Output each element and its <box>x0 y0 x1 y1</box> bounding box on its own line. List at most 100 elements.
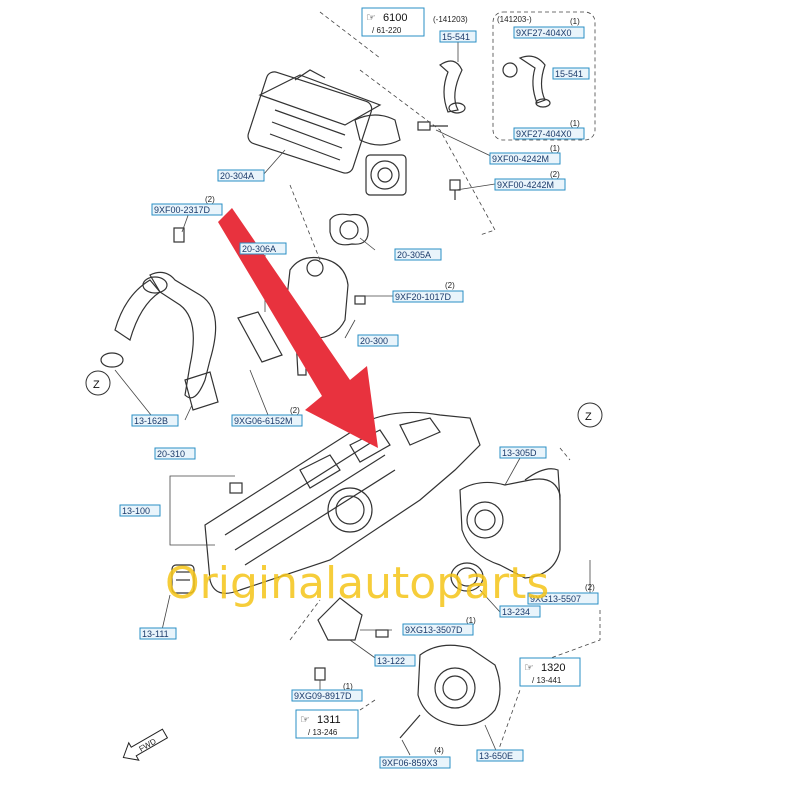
label-15541a[interactable]: 15-541 <box>439 30 477 43</box>
label-9xg06[interactable]: 9XG06-6152M <box>231 414 303 427</box>
ref-1320-icon: ☞ <box>524 662 534 674</box>
label-9xf00a-text: 9XF00-4242M <box>492 154 549 164</box>
ref-1311-icon: ☞ <box>300 714 310 726</box>
label-13100[interactable]: 13-100 <box>119 504 161 517</box>
fwd-arrow-icon <box>122 728 169 761</box>
red-arrow-icon <box>218 208 378 448</box>
watermark: Originalautoparts <box>165 558 549 609</box>
note-q10: (4) <box>434 746 444 755</box>
throttle-body <box>375 629 501 739</box>
note-q9: (1) <box>343 682 353 691</box>
ref-6100-icon: ☞ <box>366 12 376 24</box>
label-9xf27a[interactable]: 9XF27-404X0 <box>513 26 585 39</box>
label-20310[interactable]: 20-310 <box>154 447 196 460</box>
label-9xg09[interactable]: 9XG09-8917D <box>291 689 363 702</box>
note-q8: (1) <box>466 616 476 625</box>
ref-1320-num: 1320 <box>541 662 565 674</box>
ref-1320-sub: / 13-441 <box>532 676 562 685</box>
z-marker-right-text: Z <box>585 411 592 423</box>
label-20306a[interactable]: 20-306A <box>239 242 287 255</box>
label-15541a-text: 15-541 <box>442 32 470 42</box>
label-9xg06-text: 9XG06-6152M <box>234 416 293 426</box>
bolt-9xf00b <box>449 179 461 200</box>
notes: (-141203) (141203-) (1) (1) (1) (2) (2) … <box>205 15 595 755</box>
label-13122[interactable]: 13-122 <box>374 654 416 667</box>
label-20305a-text: 20-305A <box>397 250 431 260</box>
label-9xg09-text: 9XG09-8917D <box>294 691 352 701</box>
label-13305d[interactable]: 13-305D <box>499 446 547 459</box>
label-9xf27b-text: 9XF27-404X0 <box>516 129 572 139</box>
note-q1: (1) <box>570 17 580 26</box>
label-9xg13b[interactable]: 9XG13-3507D <box>402 623 474 636</box>
egr-cooler <box>247 69 407 196</box>
label-9xg13a[interactable]: 9XG13-5507 <box>527 592 599 605</box>
label-9xg13a-text: 9XG13-5507 <box>530 594 581 604</box>
label-13100-text: 13-100 <box>122 506 150 516</box>
fwd-indicator: FWD <box>122 728 169 761</box>
label-13234[interactable]: 13-234 <box>499 605 541 618</box>
gasket-20-305a <box>329 213 369 246</box>
label-13305d-text: 13-305D <box>502 448 537 458</box>
label-20300-text: 20-300 <box>360 336 388 346</box>
ref-1311-sub: / 13-246 <box>308 728 338 737</box>
label-9xf27b[interactable]: 9XF27-404X0 <box>513 127 585 140</box>
pointer-arrow <box>218 208 378 448</box>
label-15541b-text: 15-541 <box>555 69 583 79</box>
throttle-adapter <box>459 468 561 579</box>
note-q11: (2) <box>585 583 595 592</box>
bolt-9xf00a <box>417 121 448 131</box>
label-20300[interactable]: 20-300 <box>357 334 399 347</box>
z-marker-left-text: Z <box>93 379 100 391</box>
intake-manifold <box>204 411 481 594</box>
label-13111[interactable]: 13-111 <box>139 627 177 640</box>
note-date1: (-141203) <box>433 15 468 24</box>
label-13111-text: 13-111 <box>142 629 169 639</box>
note-q4: (2) <box>550 170 560 179</box>
note-q6: (2) <box>445 281 455 290</box>
label-20306a-text: 20-306A <box>242 244 276 254</box>
label-20304a[interactable]: 20-304A <box>217 169 265 182</box>
label-13122-text: 13-122 <box>377 656 405 666</box>
label-9xf06-text: 9XF06-859X3 <box>382 758 438 768</box>
ref-6100-sub: / 61-220 <box>372 26 402 35</box>
label-13162b[interactable]: 13-162B <box>131 414 179 427</box>
label-20305a[interactable]: 20-305A <box>394 248 442 261</box>
bracket-13-122 <box>314 597 363 681</box>
note-date2: (141203-) <box>497 15 532 24</box>
label-9xf20[interactable]: 9XF20-1017D <box>392 290 464 303</box>
label-15541b[interactable]: 15-541 <box>552 67 590 80</box>
sensor-13-111 <box>171 564 195 594</box>
label-9xf00b[interactable]: 9XF00-4242M <box>494 178 566 191</box>
label-9xf06[interactable]: 9XF06-859X3 <box>379 756 451 769</box>
ref-1311[interactable]: ☞ 1311 / 13-246 <box>295 709 359 739</box>
label-9xf00c[interactable]: 9XF00-2317D <box>151 203 223 216</box>
z-marker-right: Z <box>577 402 603 428</box>
label-9xf20-text: 9XF20-1017D <box>395 292 452 302</box>
label-9xf00a[interactable]: 9XF00-4242M <box>489 152 561 165</box>
label-9xf00c-text: 9XF00-2317D <box>154 205 211 215</box>
label-13650e-text: 13-650E <box>479 751 513 761</box>
egr-pipe <box>100 227 219 411</box>
label-20304a-text: 20-304A <box>220 171 254 181</box>
egr-hose-right-detail <box>492 11 596 141</box>
label-13162b-text: 13-162B <box>134 416 168 426</box>
note-q3: (1) <box>550 144 560 153</box>
egr-hose-left <box>439 60 466 114</box>
ref-1320[interactable]: ☞ 1320 / 13-441 <box>519 657 581 687</box>
note-q5: (2) <box>205 195 215 204</box>
label-20310-text: 20-310 <box>157 449 185 459</box>
z-marker-left: Z <box>85 370 111 396</box>
ref-6100[interactable]: ☞ 6100 / 61-220 <box>361 7 425 37</box>
label-9xg13b-text: 9XG13-3507D <box>405 625 463 635</box>
ref-6100-num: 6100 <box>383 12 407 24</box>
label-13234-text: 13-234 <box>502 607 530 617</box>
label-9xf27a-text: 9XF27-404X0 <box>516 28 572 38</box>
label-9xf00b-text: 9XF00-4242M <box>497 180 554 190</box>
gasket-13-234 <box>450 562 484 592</box>
note-q7: (2) <box>290 406 300 415</box>
label-13650e[interactable]: 13-650E <box>476 749 524 762</box>
gasket-20-306a <box>237 311 283 363</box>
note-q2: (1) <box>570 119 580 128</box>
ref-1311-num: 1311 <box>317 714 341 726</box>
